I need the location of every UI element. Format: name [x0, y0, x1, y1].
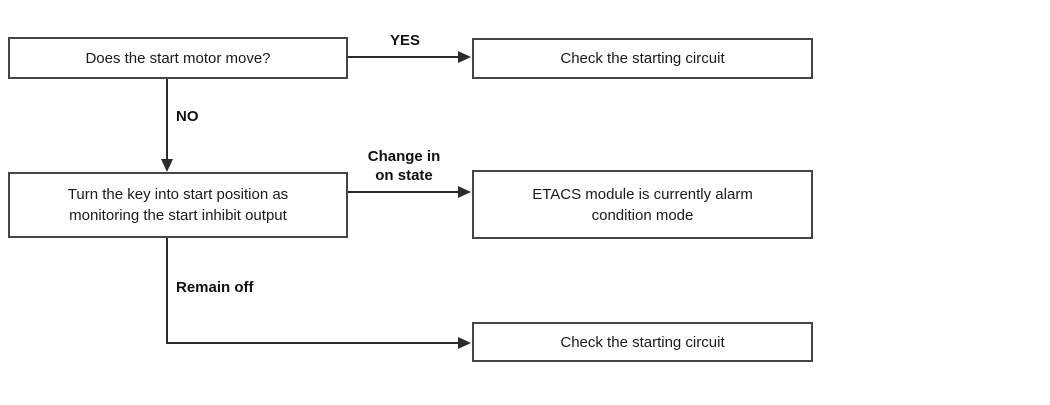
edge-label-no: NO	[176, 108, 199, 125]
node-start-motor-question: Does the start motor move?	[8, 37, 348, 79]
edge-no-line	[166, 79, 168, 160]
arrowhead-right-icon	[458, 186, 471, 198]
node-etacs-alarm-condition: ETACS module is currently alarm conditio…	[472, 170, 813, 239]
node-turn-key-monitor-inhibit: Turn the key into start position as moni…	[8, 172, 348, 238]
arrowhead-right-icon	[458, 51, 471, 63]
node-check-starting-circuit-bottom: Check the starting circuit	[472, 322, 813, 362]
edge-label-change-in-on-state: Change in on state	[367, 148, 441, 184]
arrowhead-down-icon	[161, 159, 173, 172]
edge-label-remain-off: Remain off	[176, 279, 254, 296]
edge-remain-off-vertical-line	[166, 238, 168, 344]
edge-change-in-on-state-line	[348, 191, 460, 193]
node-check-starting-circuit-top: Check the starting circuit	[472, 38, 813, 79]
edge-yes-line	[348, 56, 460, 58]
edge-remain-off-horizontal-line	[166, 342, 460, 344]
edge-label-yes: YES	[389, 32, 420, 49]
arrowhead-right-icon	[458, 337, 471, 349]
